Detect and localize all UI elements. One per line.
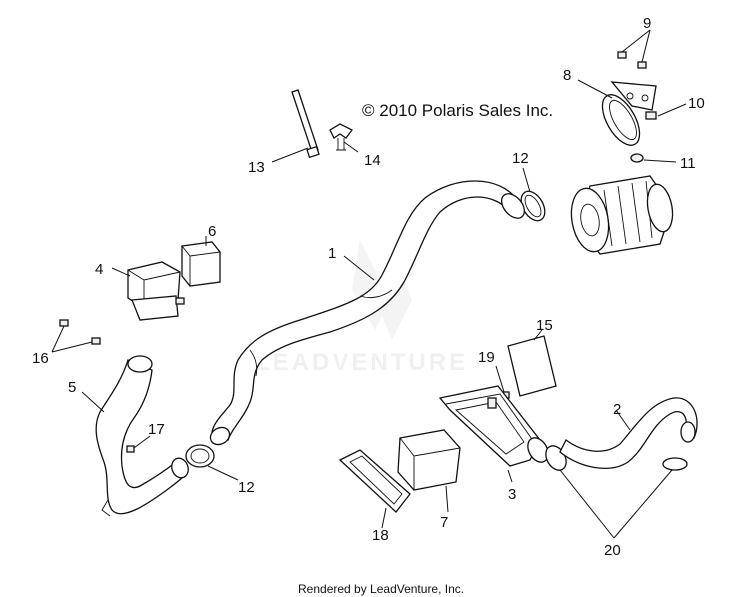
intake-hose-part[interactable] bbox=[207, 180, 529, 448]
callout-3: 3 bbox=[508, 486, 516, 503]
watermark-text: LEADVENTURE bbox=[255, 349, 468, 376]
outlet-hose-part[interactable] bbox=[559, 397, 698, 469]
callout-12-upper: 12 bbox=[512, 150, 529, 167]
screw-part-17[interactable] bbox=[126, 445, 135, 453]
clip-part[interactable] bbox=[329, 123, 353, 151]
bolt-part-10[interactable] bbox=[645, 111, 657, 120]
bracket-band-part[interactable] bbox=[595, 81, 657, 151]
callout-4: 4 bbox=[95, 261, 103, 278]
callout-19: 19 bbox=[478, 349, 495, 366]
gasket-sheet-part[interactable] bbox=[507, 335, 557, 397]
intake-duct-part[interactable] bbox=[95, 355, 191, 517]
filter-element-part[interactable] bbox=[397, 429, 461, 491]
resonator-box-part[interactable] bbox=[127, 261, 185, 321]
filter-frame-part[interactable] bbox=[338, 449, 411, 513]
callout-10: 10 bbox=[688, 95, 705, 112]
callout-16: 16 bbox=[32, 350, 49, 367]
callout-17: 17 bbox=[148, 421, 165, 438]
callout-11: 11 bbox=[680, 155, 696, 172]
callout-7: 7 bbox=[440, 514, 448, 531]
airbox-housing-part[interactable] bbox=[438, 385, 552, 467]
callout-5: 5 bbox=[68, 379, 76, 396]
callout-9: 9 bbox=[643, 15, 651, 32]
air-filter-canister[interactable] bbox=[567, 175, 676, 255]
callout-12-lower: 12 bbox=[238, 479, 255, 496]
callout-2: 2 bbox=[613, 401, 621, 418]
foam-block-part[interactable] bbox=[181, 241, 221, 287]
callout-1: 1 bbox=[328, 245, 336, 262]
callout-8: 8 bbox=[563, 67, 571, 84]
callout-14: 14 bbox=[364, 152, 381, 169]
copyright-text: © 2010 Polaris Sales Inc. bbox=[362, 101, 553, 120]
screw-part-16[interactable] bbox=[59, 319, 101, 345]
footer-text: Rendered by LeadVenture, Inc. bbox=[298, 582, 464, 596]
callout-18: 18 bbox=[372, 527, 389, 544]
hose-clamp-lower[interactable] bbox=[185, 444, 215, 468]
nut-part-11[interactable] bbox=[630, 153, 644, 163]
callout-20: 20 bbox=[604, 542, 621, 559]
screw-part-9[interactable] bbox=[617, 51, 647, 69]
callout-13: 13 bbox=[248, 159, 265, 176]
callout-15: 15 bbox=[536, 317, 553, 334]
cable-tie-part[interactable] bbox=[291, 89, 320, 159]
callout-6: 6 bbox=[208, 223, 216, 240]
